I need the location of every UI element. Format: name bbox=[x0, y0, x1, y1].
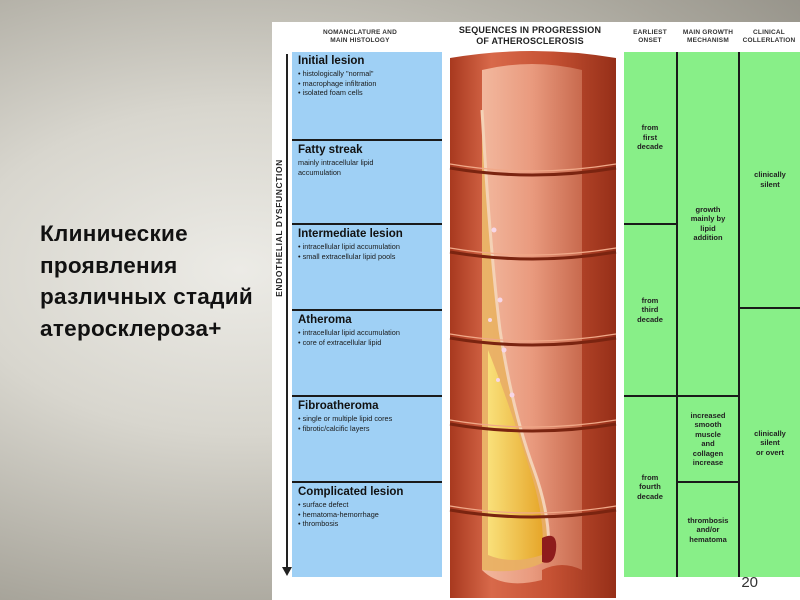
header-text: OF ATHEROSCLEROSIS bbox=[440, 36, 620, 47]
clinical-cell: clinically silent bbox=[740, 52, 800, 307]
header-text: ONSET bbox=[624, 37, 676, 45]
column-divider bbox=[738, 52, 740, 577]
header-text: SEQUENCES IN PROGRESSION bbox=[440, 25, 620, 36]
header-text: NOMANCLATURE AND bbox=[290, 29, 430, 37]
stage-item: accumulation bbox=[298, 168, 438, 178]
stage-title: Fibroatheroma bbox=[298, 399, 438, 414]
onset-cell: from first decade bbox=[624, 52, 676, 223]
stage-title: Initial lesion bbox=[298, 54, 438, 69]
stage-title: Atheroma bbox=[298, 313, 438, 328]
stage-title: Intermediate lesion bbox=[298, 227, 438, 242]
onset-text: from first decade bbox=[637, 123, 663, 152]
header-text: COLLERLATION bbox=[738, 37, 800, 45]
growth-text: thrombosis and/or hematoma bbox=[688, 516, 729, 545]
dysfunction-label: ENDOTHELIAL DYSFUNCTION bbox=[274, 128, 286, 328]
stage-complicated-lesion: Complicated lesion • surface defect • he… bbox=[292, 481, 442, 577]
stage-item: • macrophage infiltration bbox=[298, 79, 438, 89]
stage-initial-lesion: Initial lesion • histologically "normal"… bbox=[292, 52, 442, 139]
stage-item: • intracellular lipid accumulation bbox=[298, 242, 438, 252]
dysfunction-arrow-line bbox=[286, 54, 288, 569]
stage-fatty-streak: Fatty streak mainly intracellular lipid … bbox=[292, 139, 442, 223]
atherosclerosis-figure: NOMANCLATURE AND MAIN HISTOLOGY SEQUENCE… bbox=[272, 22, 800, 600]
stage-item: • surface defect bbox=[298, 500, 438, 510]
stage-atheroma: Atheroma • intracellular lipid accumulat… bbox=[292, 309, 442, 395]
arrow-down-icon bbox=[282, 567, 292, 576]
onset-cell: from third decade bbox=[624, 223, 676, 395]
stage-item: • core of extracellular lipid bbox=[298, 338, 438, 348]
growth-cell: growth mainly by lipid addition bbox=[678, 52, 738, 395]
stage-item: • histologically "normal" bbox=[298, 69, 438, 79]
nomenclature-header: NOMANCLATURE AND MAIN HISTOLOGY bbox=[290, 29, 430, 45]
growth-text: growth mainly by lipid addition bbox=[691, 205, 726, 243]
column-divider bbox=[676, 52, 678, 577]
slide-title: Клинические проявления различных стадий … bbox=[40, 218, 270, 344]
onset-cell: from fourth decade bbox=[624, 395, 676, 577]
clinical-text: clinically silent bbox=[754, 170, 786, 189]
stage-item: • fibrotic/calcific layers bbox=[298, 424, 438, 434]
growth-text: increased smooth muscle and collagen inc… bbox=[690, 411, 725, 468]
growth-header: MAIN GROWTH MECHANISM bbox=[678, 29, 738, 45]
header-text: EARLIEST bbox=[624, 29, 676, 37]
stage-item: • intracellular lipid accumulation bbox=[298, 328, 438, 338]
onset-column: from first decade from third decade from… bbox=[624, 52, 676, 577]
nomenclature-column: Initial lesion • histologically "normal"… bbox=[292, 52, 442, 577]
stage-title: Complicated lesion bbox=[298, 485, 438, 500]
clinical-cell: clinically silent or overt bbox=[740, 307, 800, 577]
sequences-header: SEQUENCES IN PROGRESSION OF ATHEROSCLERO… bbox=[440, 25, 620, 47]
clinical-header: CLINICAL COLLERLATION bbox=[738, 29, 800, 45]
onset-header: EARLIEST ONSET bbox=[624, 29, 676, 45]
onset-text: from fourth decade bbox=[637, 473, 663, 502]
growth-cell: increased smooth muscle and collagen inc… bbox=[678, 395, 738, 481]
stage-item: • hematoma-hemorrhage bbox=[298, 510, 438, 520]
header-text: MAIN HISTOLOGY bbox=[290, 37, 430, 45]
artery-illustration bbox=[442, 50, 624, 600]
header-text: CLINICAL bbox=[738, 29, 800, 37]
onset-text: from third decade bbox=[637, 296, 663, 325]
stage-item: mainly intracellular lipid bbox=[298, 158, 438, 168]
header-text: MAIN GROWTH bbox=[678, 29, 738, 37]
stage-item: • thrombosis bbox=[298, 519, 438, 529]
stage-item: • small extracellular lipid pools bbox=[298, 252, 438, 262]
stage-item: • isolated foam cells bbox=[298, 88, 438, 98]
clinical-column: clinically silent clinically silent or o… bbox=[740, 52, 800, 577]
clinical-text: clinically silent or overt bbox=[754, 429, 786, 458]
growth-cell: thrombosis and/or hematoma bbox=[678, 481, 738, 577]
header-text: MECHANISM bbox=[678, 37, 738, 45]
stage-item: • single or multiple lipid cores bbox=[298, 414, 438, 424]
stage-fibroatheroma: Fibroatheroma • single or multiple lipid… bbox=[292, 395, 442, 481]
page-number: 20 bbox=[741, 574, 758, 591]
stage-title: Fatty streak bbox=[298, 143, 438, 158]
growth-column: growth mainly by lipid addition increase… bbox=[678, 52, 738, 577]
stage-intermediate-lesion: Intermediate lesion • intracellular lipi… bbox=[292, 223, 442, 309]
